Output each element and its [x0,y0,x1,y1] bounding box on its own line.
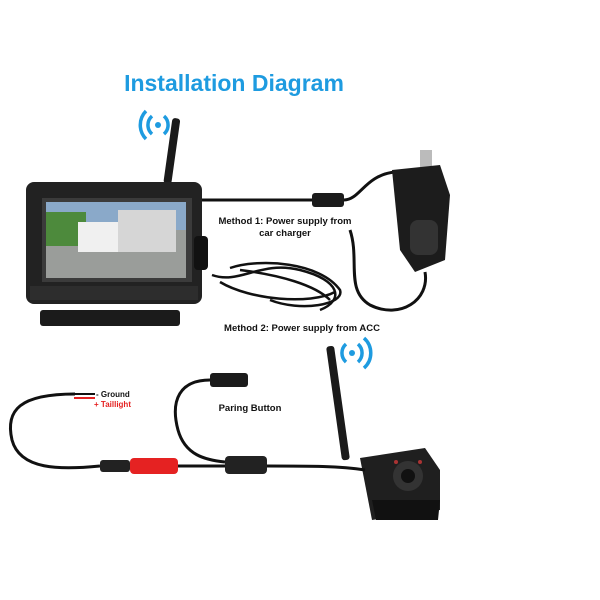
taillight-sign: + [94,400,99,409]
monitor [26,182,208,326]
monitor-wifi-icon [138,109,170,141]
method1-label: Method 1: Power supply from car charger [200,216,370,240]
monitor-antenna [163,118,181,184]
rear-camera [360,448,440,520]
diagram-title: Installation Diagram [124,70,344,96]
taillight-text: Taillight [100,400,131,409]
camera-cable [225,456,366,474]
charger-tail-cable [348,229,427,312]
pairing-button-label: Paring Button [218,403,282,414]
camera-antenna [326,345,350,461]
ground-text: Ground [100,390,130,399]
ground-sign: - [96,390,99,399]
ground-label: - Ground [96,390,130,399]
camera-wifi-icon [340,336,373,370]
method2-label: Method 2: Power supply from ACC [224,323,380,334]
acc-cable [211,261,342,312]
taillight-label: + Taillight [94,400,131,409]
car-charger [392,150,450,272]
method1-line1: Method 1: Power supply from [218,216,352,227]
taillight-cable [8,392,225,474]
method1-line2: car charger [259,228,311,239]
pairing-button-cable [173,373,248,464]
charger-cable [202,170,396,207]
